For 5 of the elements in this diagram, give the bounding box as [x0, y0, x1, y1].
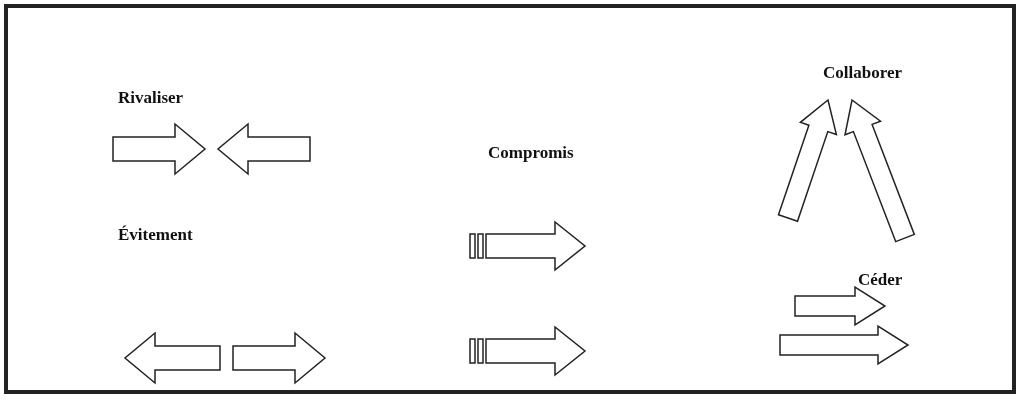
- style-label: Collaborer: [823, 63, 902, 83]
- style-label: Évitement: [118, 225, 193, 245]
- style-label: Compromis: [488, 143, 574, 163]
- style-label: Céder: [858, 270, 903, 290]
- style-label: Rivaliser: [118, 88, 184, 108]
